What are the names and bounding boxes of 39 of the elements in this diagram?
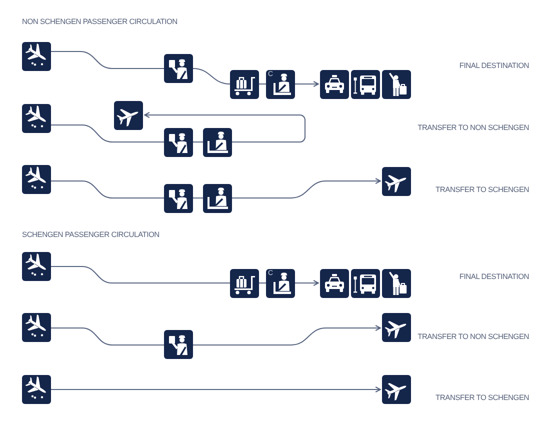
connector-line — [192, 68, 230, 84]
connector-line — [50, 328, 164, 346]
connector-line — [50, 51, 164, 69]
arrow — [144, 112, 306, 142]
connector-line — [258, 282, 266, 284]
sign-tile — [266, 70, 295, 98]
connector-line — [50, 266, 230, 284]
plane-landing-icon — [22, 313, 51, 342]
person-luggage-icon — [382, 70, 411, 98]
officer-passport-icon — [164, 128, 193, 156]
plane-landing-icon — [22, 252, 51, 281]
taxi-icon — [320, 70, 349, 98]
arrow — [294, 81, 319, 87]
plane-takeoff-icon — [382, 374, 411, 404]
arrow — [232, 178, 381, 198]
officer-passport-icon — [164, 184, 193, 212]
arrow — [294, 280, 319, 286]
bus-icon — [351, 268, 380, 298]
luggage-cart-icon — [230, 268, 259, 298]
connector-line — [50, 124, 164, 142]
officer-passport-icon — [164, 54, 193, 83]
plane-landing-icon — [22, 42, 51, 71]
arrow — [192, 325, 381, 346]
officer-desk-icon — [203, 128, 232, 156]
plane-takeoff-icon — [382, 167, 411, 196]
connector-line — [50, 180, 164, 198]
officer-passport-icon — [164, 330, 193, 359]
plane-landing-icon — [22, 374, 51, 404]
plane-landing-icon — [22, 104, 51, 132]
plane-takeoff-icon — [114, 101, 143, 130]
plane-landing-icon — [22, 165, 51, 194]
sign-tile — [266, 268, 295, 298]
arrow — [50, 386, 381, 392]
luggage-cart-icon — [230, 70, 259, 98]
taxi-icon — [320, 268, 349, 298]
plane-takeoff-icon — [382, 313, 411, 342]
bus-icon — [351, 70, 380, 98]
person-luggage-icon — [382, 268, 411, 298]
officer-desk-icon — [203, 184, 232, 212]
